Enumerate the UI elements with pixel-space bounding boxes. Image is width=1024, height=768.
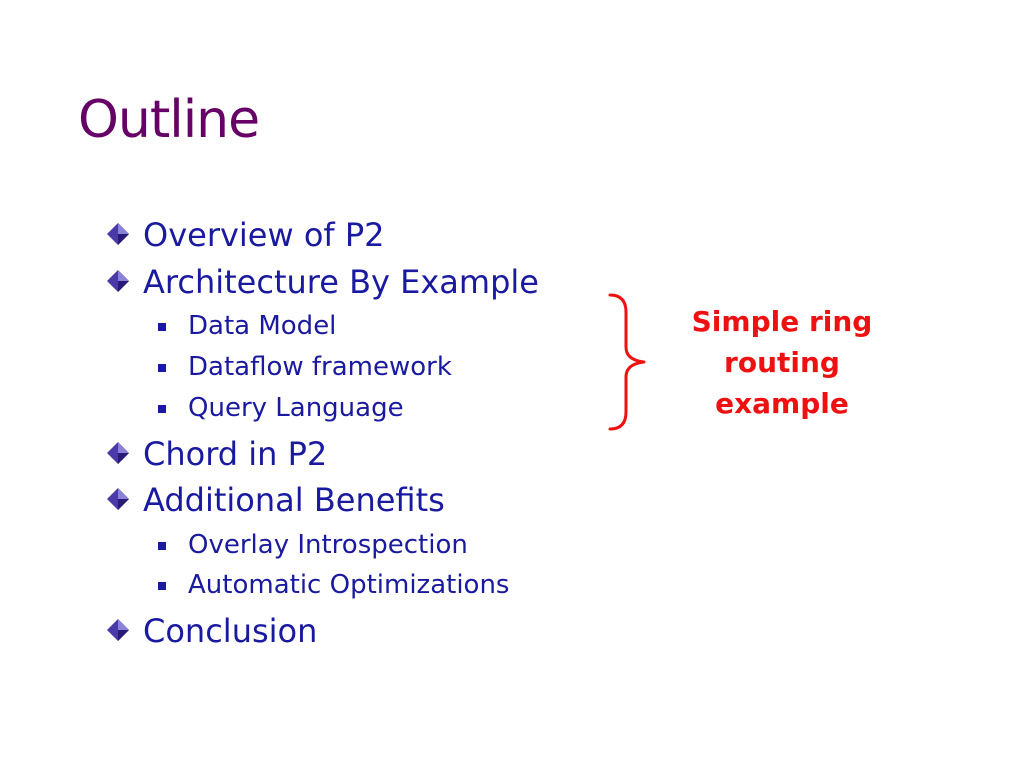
callout-line: Simple ring [691, 305, 873, 338]
diamond-bullet-icon [107, 488, 129, 510]
diamond-bullet-icon [107, 442, 129, 464]
outline-item-label: Chord in P2 [143, 435, 328, 473]
square-bullet-icon [158, 364, 166, 372]
curly-brace-icon [608, 293, 646, 431]
outline-item-label: Conclusion [143, 612, 318, 650]
diamond-bullet-icon [107, 619, 129, 641]
square-bullet-icon [158, 323, 166, 331]
outline-item-label: Additional Benefits [143, 481, 445, 519]
outline-subitem-label: Query Language [188, 393, 404, 423]
diamond-bullet-icon [107, 223, 129, 245]
square-bullet-icon [158, 405, 166, 413]
callout-line: example [715, 387, 849, 420]
outline-subitem-label: Overlay Introspection [188, 530, 468, 560]
outline-item-label: Overview of P2 [143, 216, 385, 254]
slide-title: Outline [78, 90, 260, 150]
callout-simple-ring-routing-example: Simple ring routing example [670, 301, 894, 424]
square-bullet-icon [158, 582, 166, 590]
outline-subitem-label: Automatic Optimizations [188, 570, 510, 600]
diamond-bullet-icon [107, 270, 129, 292]
outline-item-label: Architecture By Example [143, 263, 539, 301]
callout-line: routing [724, 346, 840, 379]
outline-subitem-label: Dataflow framework [188, 352, 452, 382]
outline-subitem-label: Data Model [188, 311, 337, 341]
square-bullet-icon [158, 542, 166, 550]
